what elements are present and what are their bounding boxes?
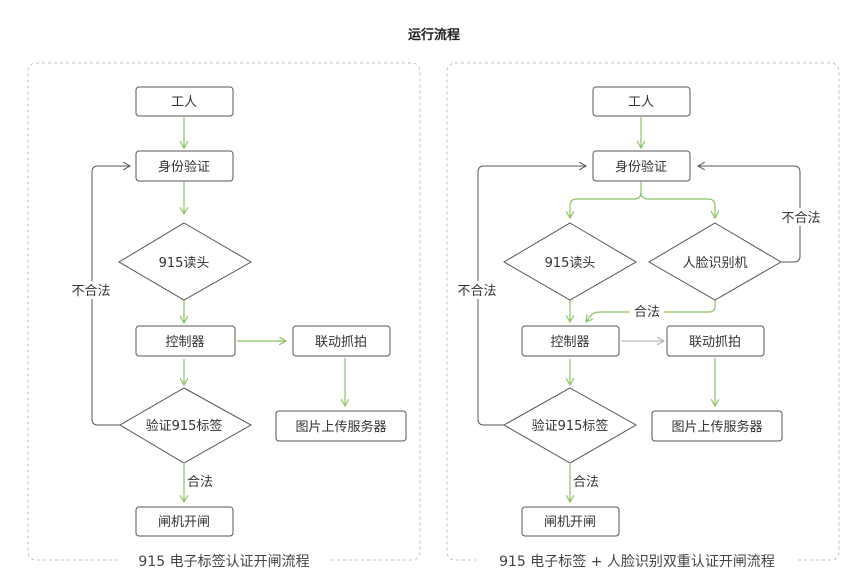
node-controller: 控制器 xyxy=(550,335,589,350)
node-gate: 闸机开闸 xyxy=(158,515,210,530)
label-bg xyxy=(776,208,826,226)
arrow-auth-to-face xyxy=(640,191,715,218)
node-controller: 控制器 xyxy=(165,335,204,350)
node-capture-box xyxy=(666,325,765,357)
node-capture: 联动抓拍 xyxy=(315,335,367,350)
node-gate: 闸机开闸 xyxy=(544,515,596,530)
node-face: 人脸识别机 xyxy=(682,256,747,271)
arrow-auth-to-reader xyxy=(570,182,642,218)
node-verify: 验证915标签 xyxy=(146,418,223,434)
node-auth: 身份验证 xyxy=(158,159,210,175)
label-illegal-left: 不合法 xyxy=(457,284,496,299)
node-capture-box xyxy=(292,325,391,357)
label-legal: 合法 xyxy=(187,475,213,490)
right-panel-caption: 915 电子标签 + 人脸识别双重认证开闸流程 xyxy=(499,553,775,570)
right-flow-panel: 工人 身份验证 915读头 人脸识别机 控制器 联动抓拍 验证915标签 图片上… xyxy=(446,62,840,570)
node-worker-box xyxy=(592,86,691,117)
node-reader-diamond xyxy=(118,222,253,301)
node-verify-diamond xyxy=(502,387,638,464)
node-face-diamond xyxy=(648,222,782,301)
node-auth-box xyxy=(592,150,691,182)
node-reader-diamond xyxy=(503,222,637,301)
label-legal-bottom: 合法 xyxy=(573,475,599,490)
right-caption-bg xyxy=(476,550,798,570)
label-illegal-right: 不合法 xyxy=(781,211,820,226)
left-panel-caption: 915 电子标签认证开闸流程 xyxy=(138,553,309,570)
node-controller-box xyxy=(135,325,236,357)
page-title: 运行流程 xyxy=(407,28,460,43)
node-gate-box xyxy=(135,506,234,537)
node-gate-box xyxy=(521,506,620,537)
node-upload: 图片上传服务器 xyxy=(295,419,386,435)
label-legal-mid: 合法 xyxy=(634,305,660,320)
node-worker: 工人 xyxy=(171,95,197,110)
node-controller-box xyxy=(521,325,620,357)
left-panel-border xyxy=(27,62,421,561)
node-worker-box xyxy=(135,86,234,117)
label-bg xyxy=(630,302,664,319)
left-caption-bg xyxy=(118,550,330,570)
node-auth: 身份验证 xyxy=(615,159,667,175)
node-worker: 工人 xyxy=(628,95,654,110)
node-verify: 验证915标签 xyxy=(532,418,609,434)
node-reader: 915读头 xyxy=(159,256,210,271)
node-upload: 图片上传服务器 xyxy=(671,419,762,435)
left-flow-panel: 工人 身份验证 915读头 控制器 联动抓拍 验证915标签 图片上传服务器 闸… xyxy=(27,62,421,570)
label-illegal: 不合法 xyxy=(71,284,110,299)
node-verify-diamond xyxy=(119,387,253,464)
node-upload-box xyxy=(275,410,407,442)
node-reader: 915读头 xyxy=(545,256,596,271)
node-upload-box xyxy=(651,410,783,442)
node-auth-box xyxy=(135,150,234,182)
label-bg xyxy=(66,281,116,299)
node-capture: 联动抓拍 xyxy=(689,335,741,350)
label-bg xyxy=(452,281,502,299)
